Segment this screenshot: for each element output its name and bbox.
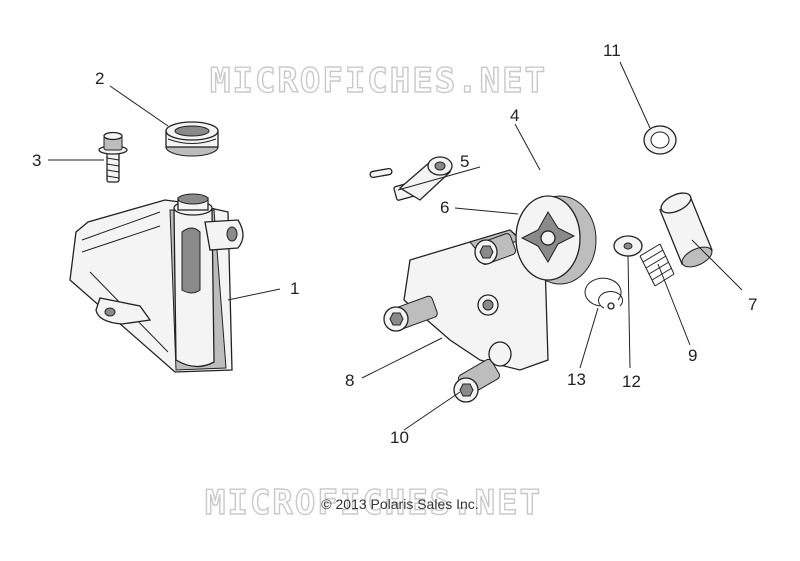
pin-part xyxy=(369,167,393,179)
watermark-top: MICROFICHES.NET xyxy=(210,61,547,101)
rotor-gear-part xyxy=(515,195,597,285)
callout-1: 1 xyxy=(290,279,299,298)
socket-screw-part xyxy=(453,341,512,403)
callout-2: 2 xyxy=(95,69,104,88)
callout-8: 8 xyxy=(345,371,354,390)
socket-screw-left xyxy=(383,295,438,332)
callout-7: 7 xyxy=(748,295,757,314)
callout-3: 3 xyxy=(32,151,41,170)
leader-lines xyxy=(48,61,743,431)
watermark-bottom: MICROFICHES.NET xyxy=(205,483,542,523)
tank-part xyxy=(69,193,244,373)
callout-4: 4 xyxy=(510,106,519,125)
plug-cap-part xyxy=(165,121,219,157)
washer-small-part xyxy=(613,235,643,257)
callout-5: 5 xyxy=(460,152,469,171)
snap-ring-part xyxy=(584,277,624,310)
flange-bolt-part xyxy=(98,131,128,183)
callout-labels: 1 2 3 4 5 6 7 8 9 10 11 12 13 xyxy=(32,41,757,447)
drive-shaft-part xyxy=(398,156,453,201)
callout-6: 6 xyxy=(440,198,449,217)
callout-11: 11 xyxy=(603,41,621,60)
callout-9: 9 xyxy=(688,346,697,365)
socket-screw-top xyxy=(474,233,517,265)
callout-10: 10 xyxy=(390,428,409,447)
callout-13: 13 xyxy=(567,370,586,389)
washer-part xyxy=(643,125,677,155)
copyright-notice: © 2013 Polaris Sales Inc. xyxy=(321,496,479,512)
callout-12: 12 xyxy=(622,372,641,391)
spring-part xyxy=(639,243,675,287)
